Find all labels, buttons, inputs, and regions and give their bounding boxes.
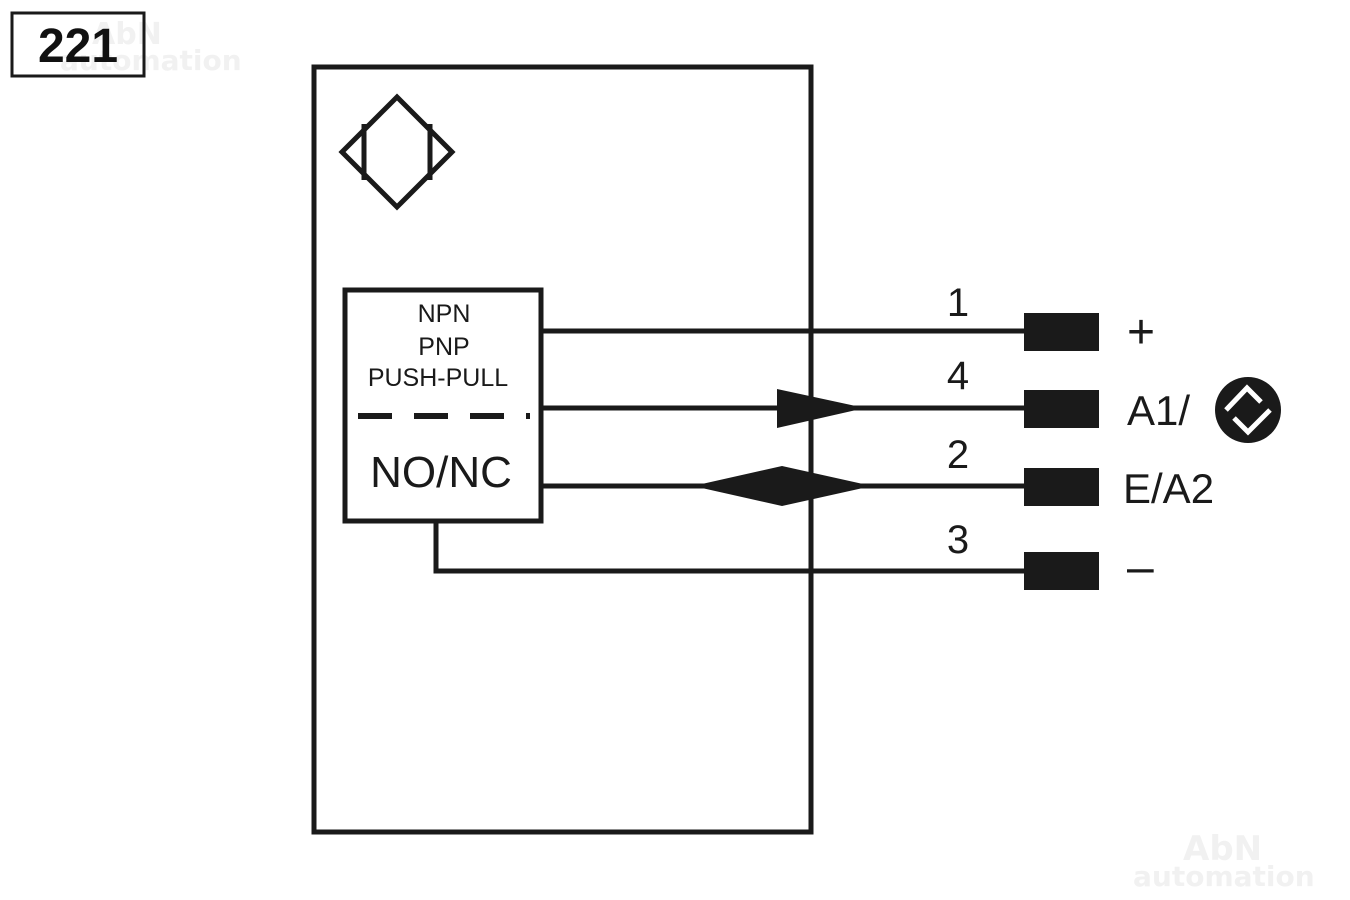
switching-mode: NO/NC bbox=[370, 448, 512, 497]
diagram-number: 221 bbox=[38, 20, 118, 73]
io-link-icon bbox=[1215, 377, 1281, 443]
connector-terminal-icon bbox=[1024, 313, 1099, 351]
connector-terminals bbox=[1024, 313, 1099, 590]
output-arrow-icon bbox=[777, 389, 865, 428]
sensor-housing bbox=[311, 64, 814, 835]
output-type-pnp: PNP bbox=[418, 333, 469, 361]
pin-function-a1: A1/ bbox=[1127, 387, 1190, 434]
diagram-number-badge: 221 bbox=[10, 11, 146, 78]
pin-number-3: 3 bbox=[947, 518, 969, 562]
bidirectional-arrow-icon bbox=[693, 466, 872, 506]
connector-terminal-icon bbox=[1024, 552, 1099, 590]
pin-number-1: 1 bbox=[947, 281, 969, 325]
watermark-top-line1: AbN bbox=[92, 17, 162, 52]
sensor-symbol-icon bbox=[338, 93, 456, 211]
watermark-top-line2: automation bbox=[60, 44, 242, 77]
output-type-npn: NPN bbox=[418, 300, 471, 328]
watermark-bottom-line1: AbN bbox=[1183, 829, 1262, 869]
logic-block: NPN PNP PUSH-PULL NO/NC bbox=[342, 287, 544, 524]
watermark-bottom-line2: automation bbox=[1133, 860, 1315, 893]
pin-number-4: 4 bbox=[947, 354, 969, 398]
watermark-bottom: AbN automation bbox=[1133, 829, 1315, 893]
pin-function-plus: + bbox=[1127, 306, 1155, 359]
connector-terminal-icon bbox=[1024, 390, 1099, 428]
connector-terminal-icon bbox=[1024, 468, 1099, 506]
watermark-top: AbN automation bbox=[60, 17, 242, 77]
pin-function-minus: – bbox=[1127, 541, 1154, 594]
pin-number-2: 2 bbox=[947, 433, 969, 477]
pin-function-ea2: E/A2 bbox=[1123, 465, 1214, 512]
output-type-push-pull: PUSH-PULL bbox=[368, 364, 508, 392]
wire-pin-3 bbox=[433, 521, 1025, 574]
